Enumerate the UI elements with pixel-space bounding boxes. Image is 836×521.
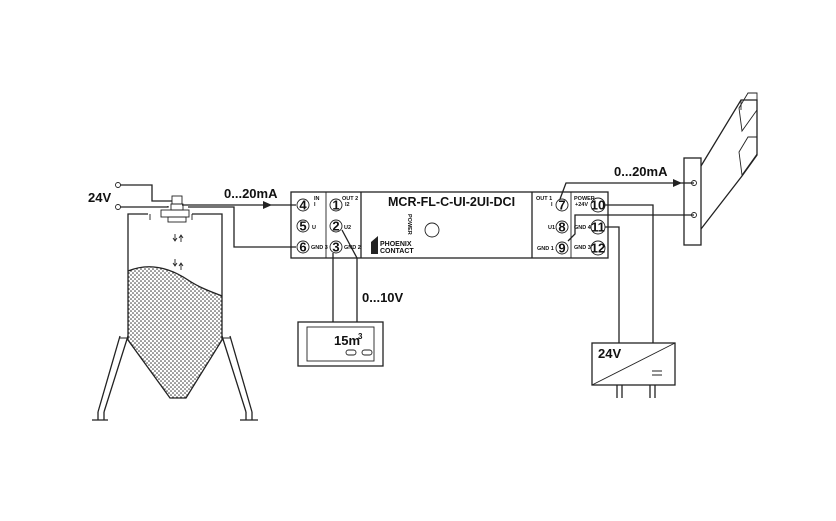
input-wires: 0...20mA: [182, 186, 296, 248]
display-button-right: [361, 349, 373, 356]
terminal-2: 2: [329, 219, 343, 234]
svg-text:8: 8: [558, 220, 565, 235]
svg-text:I2: I2: [345, 202, 350, 208]
svg-text:GND 4: GND 4: [574, 225, 592, 231]
left-supply: 24V: [88, 182, 172, 210]
power-supply: 24V: [591, 342, 676, 398]
output-wires: 0...20mA: [559, 164, 694, 242]
terminal-9: 9: [555, 241, 569, 256]
svg-text:5: 5: [299, 219, 306, 234]
input-signal-label: 0...20mA: [224, 186, 278, 201]
svg-text:CONTACT: CONTACT: [380, 248, 414, 255]
output-signal-label: 0...20mA: [614, 164, 668, 179]
svg-text:GND 3: GND 3: [574, 245, 591, 251]
power-supply-label: 24V: [598, 346, 621, 361]
terminal-12: 12: [590, 241, 606, 256]
svg-text:6: 6: [299, 240, 306, 255]
svg-text:1: 1: [332, 198, 339, 213]
svg-text:GND 2: GND 2: [344, 245, 361, 251]
module: MCR-FL-C-UI-2UI-DCI POWER PHOENIX CONTAC…: [290, 191, 609, 259]
phoenix-contact-logo: PHOENIX CONTACT: [371, 236, 414, 255]
svg-text:I: I: [314, 202, 316, 208]
svg-text:10: 10: [591, 198, 605, 213]
svg-text:I: I: [551, 202, 553, 208]
terminal-4: 4: [296, 198, 310, 213]
supply-left-label: 24V: [88, 190, 111, 205]
silo: [92, 195, 258, 421]
power-led: [424, 222, 440, 238]
svg-text:11: 11: [591, 220, 605, 235]
svg-text:OUT 2: OUT 2: [342, 196, 358, 202]
svg-text:GND 1: GND 1: [537, 246, 554, 252]
display-value: 15m: [334, 333, 360, 348]
terminal-10: 10: [590, 198, 606, 213]
plc-card: [683, 92, 758, 246]
voltage-output-label: 0...10V: [362, 290, 404, 305]
power-led-label: POWER: [406, 214, 412, 235]
terminal-3: 3: [329, 240, 343, 255]
svg-text:OUT 1: OUT 1: [536, 196, 552, 202]
display-exponent: 3: [358, 332, 363, 341]
svg-text:7: 7: [558, 198, 565, 213]
svg-text:IN: IN: [314, 196, 320, 202]
svg-text:U1: U1: [548, 225, 555, 231]
svg-text:4: 4: [299, 198, 307, 213]
display-unit: 15m 3: [297, 321, 384, 367]
terminal-7: 7: [555, 198, 569, 213]
svg-text:U: U: [312, 225, 316, 231]
svg-text:9: 9: [558, 241, 565, 256]
terminal-5: 5: [296, 219, 310, 234]
terminal-1: 1: [329, 198, 343, 213]
svg-text:U2: U2: [344, 225, 351, 231]
voltage-output-wires: 0...10V: [332, 229, 404, 322]
power-wires: [605, 204, 654, 343]
svg-text:POWER: POWER: [574, 196, 595, 202]
svg-text:GND 3: GND 3: [311, 245, 328, 251]
terminal-6: 6: [296, 240, 310, 255]
svg-text:PHOENIX: PHOENIX: [380, 241, 412, 248]
module-title: MCR-FL-C-UI-2UI-DCI: [388, 195, 515, 209]
terminal-8: 8: [555, 220, 569, 235]
svg-text:12: 12: [591, 241, 605, 256]
svg-text:+24V: +24V: [575, 202, 588, 208]
display-button-left: [345, 349, 357, 356]
svg-text:2: 2: [332, 219, 339, 234]
svg-text:3: 3: [332, 240, 339, 255]
terminal-11: 11: [590, 220, 606, 235]
